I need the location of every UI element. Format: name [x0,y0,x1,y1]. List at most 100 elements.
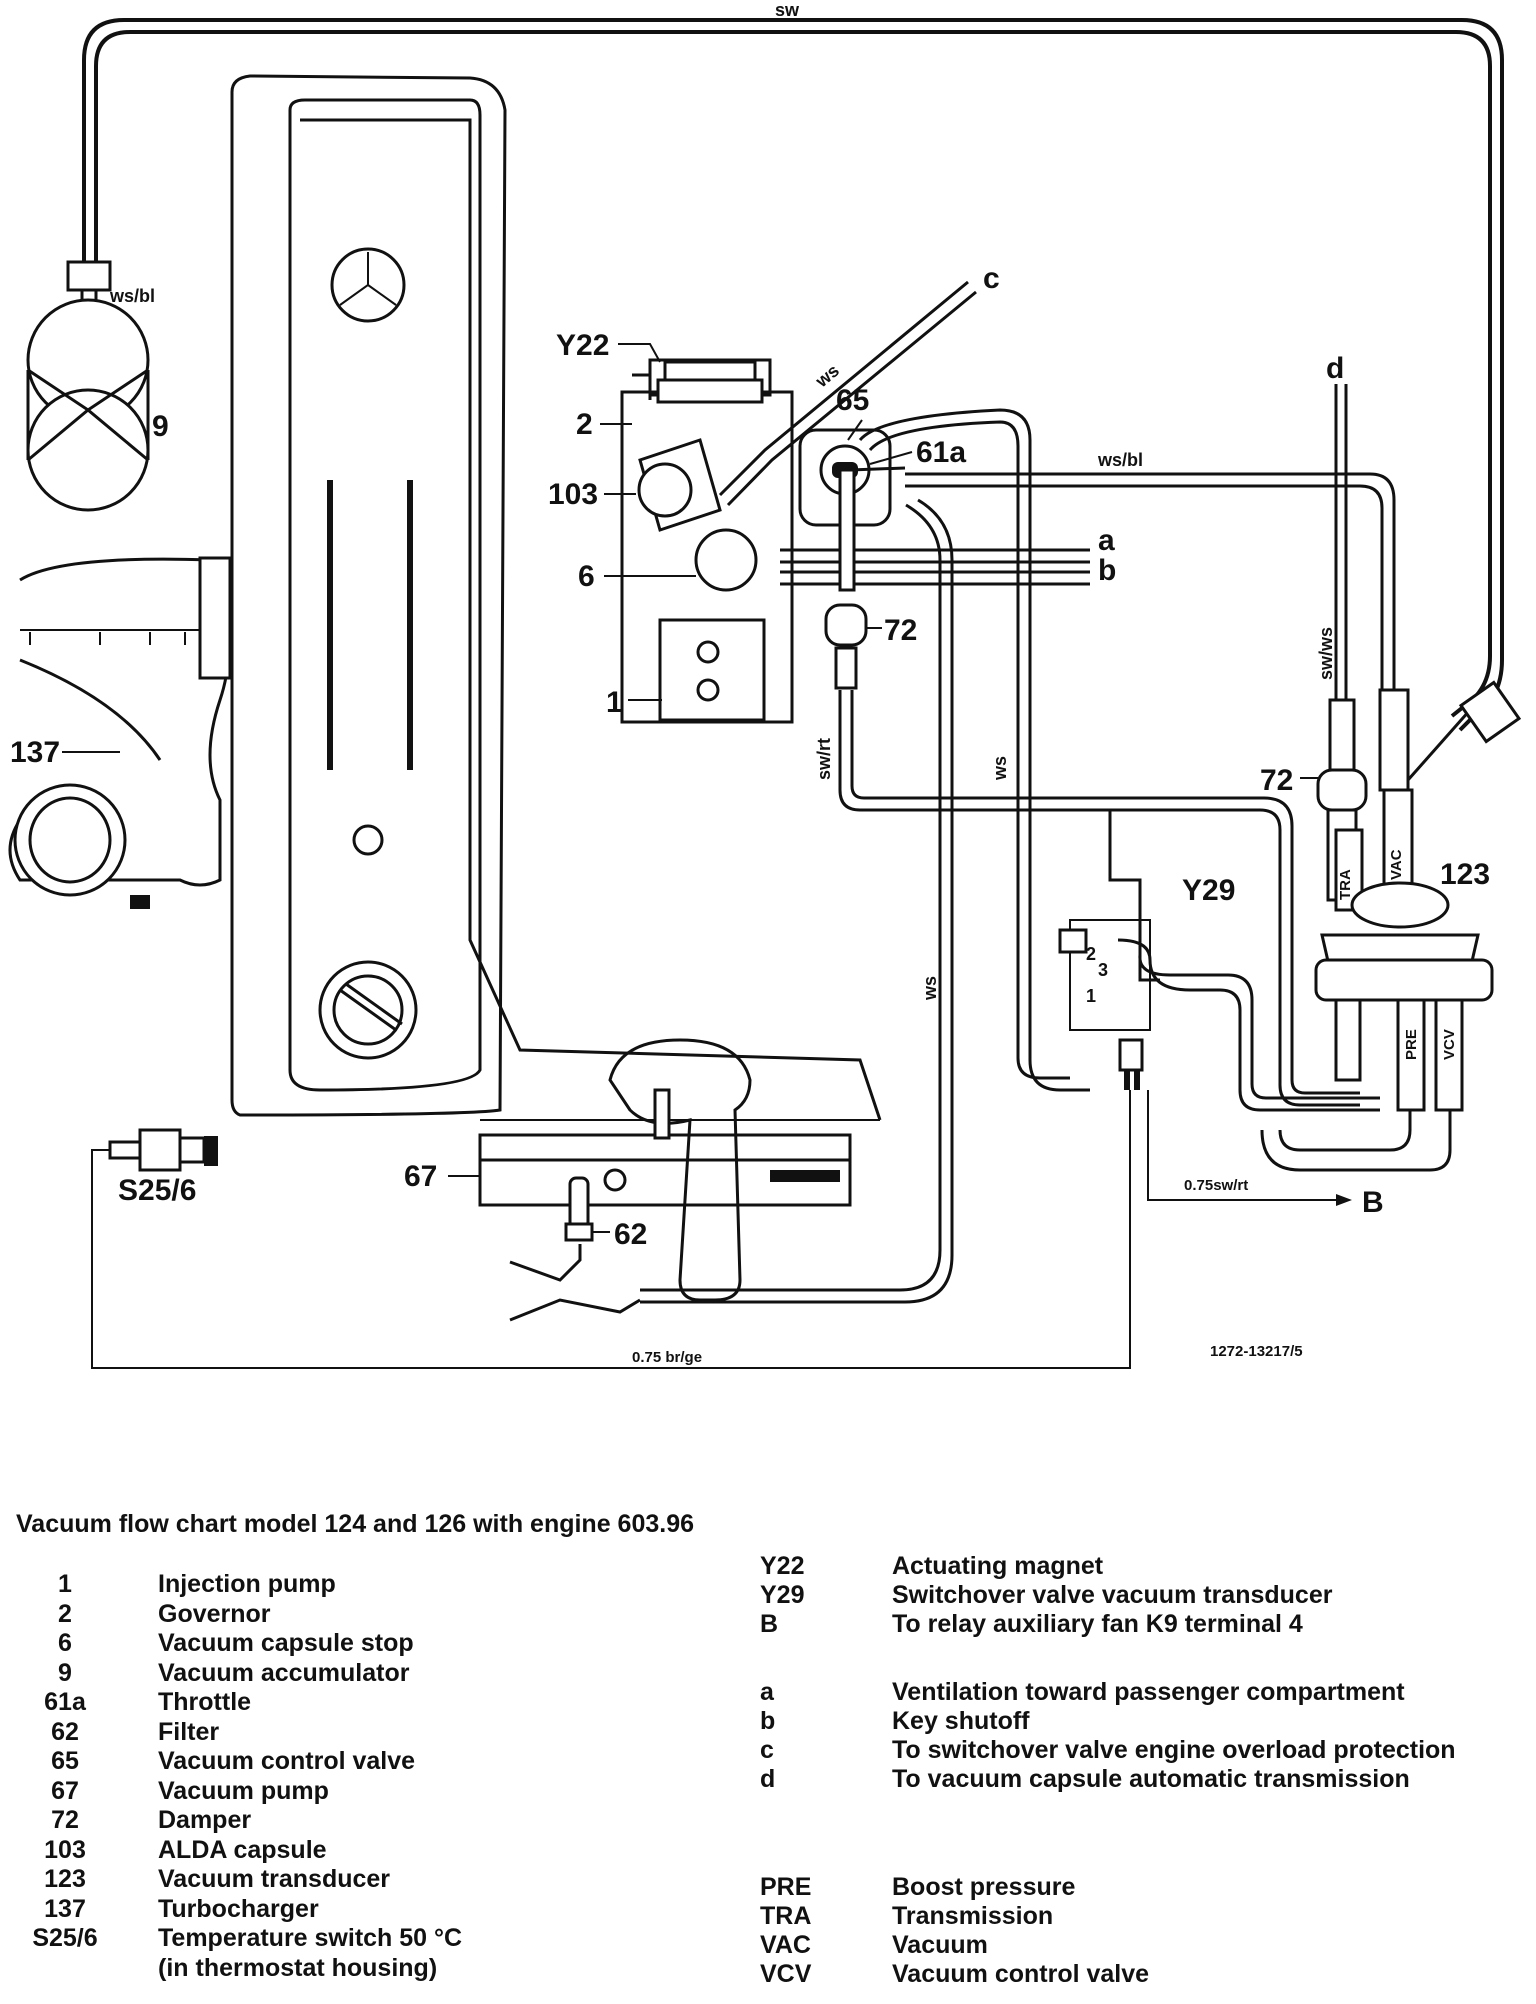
label-ws-mid: ws [990,756,1010,781]
vacuum-accumulator [26,260,150,512]
legend-code: 6 [58,1629,72,1657]
legend-description: Vacuum control valve [892,1960,1150,1988]
label-pre: PRE [1403,1029,1420,1060]
label-103: 103 [548,478,598,511]
vacuum-transducer [1314,680,1522,1112]
legend-item: 103 ALDA capsule [20,1835,327,1865]
wire-to-b [1147,1090,1340,1201]
legend-description: Turbocharger [158,1894,319,1923]
vacuum-diagram: sw ws/bl 9 137 [8,0,1522,1369]
label-b: b [1098,554,1116,587]
legend-item: TRA Transmission [760,1902,1053,1931]
legend-code: PRE [760,1873,812,1901]
label-s25-6: S25/6 [118,1174,196,1207]
filter [509,1176,641,1322]
legend-description: Filter [158,1717,220,1746]
label-tra: TRA [1337,869,1354,900]
legend-item: 9 Vacuum accumulator [20,1659,409,1688]
legend-item: 1 Injection pump [20,1570,336,1599]
legend-code: c [760,1736,774,1764]
label-y22: Y22 [556,329,609,362]
legend-code: VCV [760,1960,812,1988]
label-72-left: 72 [884,614,917,647]
legend-code: 65 [51,1747,79,1775]
legend-code: S25/6 [32,1924,98,1952]
label-65: 65 [836,384,869,417]
legend-description: Injection pump [158,1570,336,1598]
legend-code: 2 [58,1599,72,1628]
label-a: a [1098,524,1115,557]
label-vcv: VCV [1441,1029,1458,1060]
label-ws-bl-accumulator: ws/bl [109,286,155,306]
governor-assembly [620,358,794,724]
label-123: 123 [1440,858,1490,891]
turbocharger [8,556,232,909]
label-61a: 61a [916,436,966,469]
label-6: 6 [578,560,595,593]
legend-caption: Vacuum flow chart model 124 and 126 with… [16,1510,695,1538]
legend-code: 1 [58,1570,72,1598]
legend-item: VCV Vacuum control valve [760,1960,1149,1989]
legend-code: b [760,1707,776,1735]
legend-item: 72 Damper [20,1806,251,1835]
legend-code: 9 [58,1658,72,1687]
legend-code: 72 [51,1806,79,1834]
switchover-valve-y29 [1058,810,1380,1112]
legend-item: 2 Governor [20,1599,271,1629]
legend-item: 67 Vacuum pump [20,1777,329,1806]
legend-description: ALDA capsule [158,1835,327,1864]
damper-left [824,468,868,690]
legend-code: 137 [44,1894,86,1923]
legend-code: VAC [760,1931,811,1959]
legend-description: Boost pressure [892,1873,1076,1901]
legend-item: 137 Turbocharger [20,1895,319,1924]
label-y29-pin1: 1 [1086,986,1096,1006]
label-y29: Y29 [1182,874,1235,907]
label-sw-rt: sw/rt [814,738,834,780]
label-B: B [1362,1186,1384,1219]
label-67: 67 [404,1160,437,1193]
vacuum-pump [478,1038,880,1302]
label-vac: VAC [1388,849,1405,880]
legend-description: Vacuum accumulator [158,1658,410,1687]
label-ws-lower: ws [920,976,940,1001]
label-wire-b: 0.75sw/rt [1184,1177,1248,1194]
ws-line-to-c [718,280,969,497]
ws-line-to-filter [640,503,942,1292]
legend-description: Transmission [892,1902,1054,1930]
legend-code: 67 [51,1776,79,1805]
legend-description: Governor [158,1599,271,1628]
legend-description: To vacuum capsule automatic transmission [892,1765,1410,1793]
legend-code: 103 [44,1835,86,1864]
label-y29-pin3: 3 [1098,960,1108,980]
label-1: 1 [606,686,623,719]
leader-y22 [618,343,661,363]
label-72-right: 72 [1260,764,1293,797]
legend-code: 61a [44,1688,86,1716]
label-9: 9 [152,410,169,443]
legend-description: Actuating magnet [892,1552,1104,1580]
legend-description: Vacuum pump [158,1776,329,1805]
legend-description: Damper [158,1806,252,1834]
legend-code: TRA [760,1902,812,1930]
temperature-switch [108,1128,218,1172]
label-d: d [1326,352,1344,385]
leader-65 [847,419,863,441]
legend-description: Temperature switch 50 °C [158,1924,463,1952]
legend-description: To relay auxiliary fan K9 terminal 4 [892,1610,1303,1638]
label-137: 137 [10,736,60,769]
legend-description: Vacuum transducer [158,1865,391,1893]
